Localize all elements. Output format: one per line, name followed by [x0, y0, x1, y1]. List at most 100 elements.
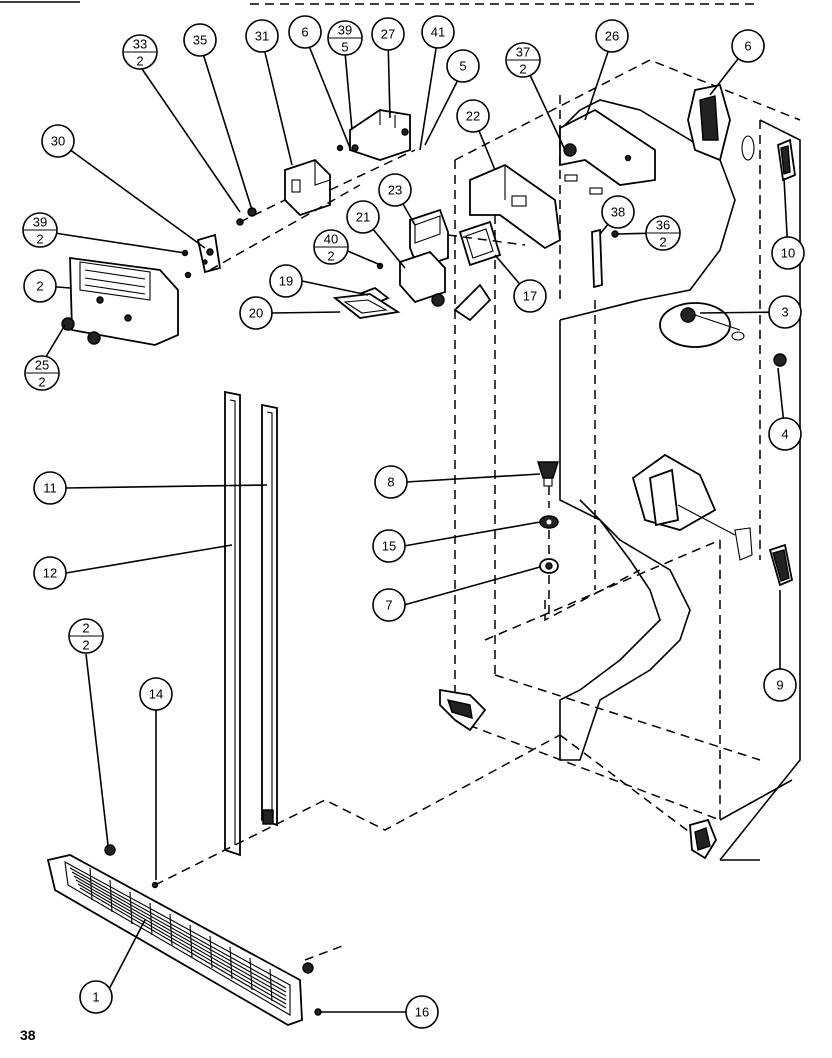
svg-text:27: 27: [381, 27, 395, 42]
callout-4: 4: [768, 417, 802, 451]
bracket-26: [559, 108, 656, 186]
svg-text:1: 1: [92, 990, 99, 1005]
svg-text:23: 23: [388, 183, 402, 198]
svg-text:3: 3: [781, 305, 788, 320]
callout-22: 22: [456, 99, 490, 133]
assemblies-17-23: [332, 208, 526, 319]
svg-text:39: 39: [338, 23, 352, 38]
svg-text:6: 6: [744, 39, 751, 54]
fraction-callout-40-2: 40 2: [313, 229, 349, 265]
svg-text:15: 15: [382, 539, 396, 554]
svg-text:12: 12: [43, 566, 57, 581]
hinges: [439, 688, 718, 860]
svg-text:38: 38: [611, 205, 625, 220]
bracket-30: [196, 233, 222, 274]
svg-text:35: 35: [193, 33, 207, 48]
bracket-22: [469, 163, 561, 250]
svg-text:4: 4: [781, 427, 788, 442]
svg-text:8: 8: [387, 475, 394, 490]
callout-23: 23: [378, 173, 412, 207]
svg-text:2: 2: [82, 621, 89, 636]
grille-1: [46, 844, 346, 1026]
callout-11: 11: [33, 471, 67, 505]
svg-text:16: 16: [415, 1005, 429, 1020]
leader-dashed-grille: [154, 734, 561, 886]
fraction-callout-2-2: 2 2: [68, 618, 104, 654]
svg-text:39: 39: [33, 215, 47, 230]
svg-text:37: 37: [516, 45, 530, 60]
callout-20: 20: [239, 296, 273, 330]
svg-text:17: 17: [523, 289, 537, 304]
svg-text:2: 2: [519, 62, 526, 77]
svg-text:7: 7: [385, 598, 392, 613]
trim-strip-12: [224, 390, 241, 857]
callout-30: 30: [41, 124, 75, 158]
svg-text:41: 41: [431, 25, 445, 40]
svg-text:19: 19: [279, 274, 293, 289]
damper-6-10: [687, 83, 796, 182]
svg-text:2: 2: [36, 232, 43, 247]
fraction-callout-33-2: 33 2: [122, 34, 158, 70]
callout-9: 9: [763, 668, 797, 702]
screw-14: [151, 881, 159, 889]
callout-14: 14: [139, 677, 173, 711]
svg-text:30: 30: [51, 134, 65, 149]
cabinet-outline: [454, 59, 801, 861]
callout-16: 16: [405, 995, 439, 1029]
callout-6a: 6: [288, 15, 322, 49]
svg-text:5: 5: [459, 59, 466, 74]
control-panel-24: [69, 256, 179, 346]
svg-text:6: 6: [301, 25, 308, 40]
trim-strip-11: [261, 403, 278, 827]
callout-21: 21: [346, 200, 380, 234]
svg-text:5: 5: [341, 40, 348, 55]
parts-9: [631, 453, 794, 587]
callout-7: 7: [372, 588, 406, 622]
callout-19: 19: [269, 264, 303, 298]
callout-2: 2: [23, 269, 57, 303]
svg-text:33: 33: [133, 37, 147, 52]
svg-text:14: 14: [149, 687, 163, 702]
callout-38: 38: [601, 195, 635, 229]
page-number: 38: [20, 1027, 36, 1043]
callout-12: 12: [33, 556, 67, 590]
svg-text:22: 22: [466, 109, 480, 124]
callout-6b: 6: [731, 29, 765, 63]
svg-text:2: 2: [327, 249, 334, 264]
callout-3: 3: [768, 295, 802, 329]
fraction-callout-39-5: 39 5: [327, 20, 363, 56]
callout-8: 8: [374, 465, 408, 499]
svg-text:36: 36: [656, 218, 670, 233]
fraction-callout-25-2: 25 2: [24, 355, 60, 391]
svg-text:10: 10: [781, 246, 795, 261]
callout-17: 17: [513, 279, 547, 313]
svg-text:11: 11: [43, 481, 57, 496]
housing-31: [284, 158, 331, 217]
svg-text:21: 21: [356, 210, 370, 225]
svg-text:2: 2: [136, 54, 143, 69]
svg-text:2: 2: [659, 235, 666, 250]
knobs-25: [61, 317, 101, 345]
callout-27: 27: [371, 17, 405, 51]
svg-text:2: 2: [36, 279, 43, 294]
svg-text:9: 9: [776, 678, 783, 693]
svg-text:31: 31: [255, 29, 269, 44]
fraction-callout-39-2: 39 2: [22, 212, 58, 248]
svg-text:2: 2: [38, 375, 45, 390]
callout-41: 41: [421, 15, 455, 49]
parts-7-8-15: [537, 461, 559, 615]
parts-3-4: [659, 302, 787, 367]
fraction-callout-37-2: 37 2: [505, 42, 541, 78]
callout-5: 5: [446, 49, 480, 83]
callout-15: 15: [372, 529, 406, 563]
svg-text:25: 25: [35, 358, 49, 373]
fraction-callout-36-2: 36 2: [645, 215, 681, 251]
svg-text:40: 40: [324, 232, 338, 247]
callout-31: 31: [245, 19, 279, 53]
svg-text:20: 20: [249, 306, 263, 321]
svg-text:26: 26: [605, 29, 619, 44]
svg-text:2: 2: [82, 638, 89, 653]
callout-35: 35: [183, 23, 217, 57]
pins-37-38: [564, 174, 619, 289]
